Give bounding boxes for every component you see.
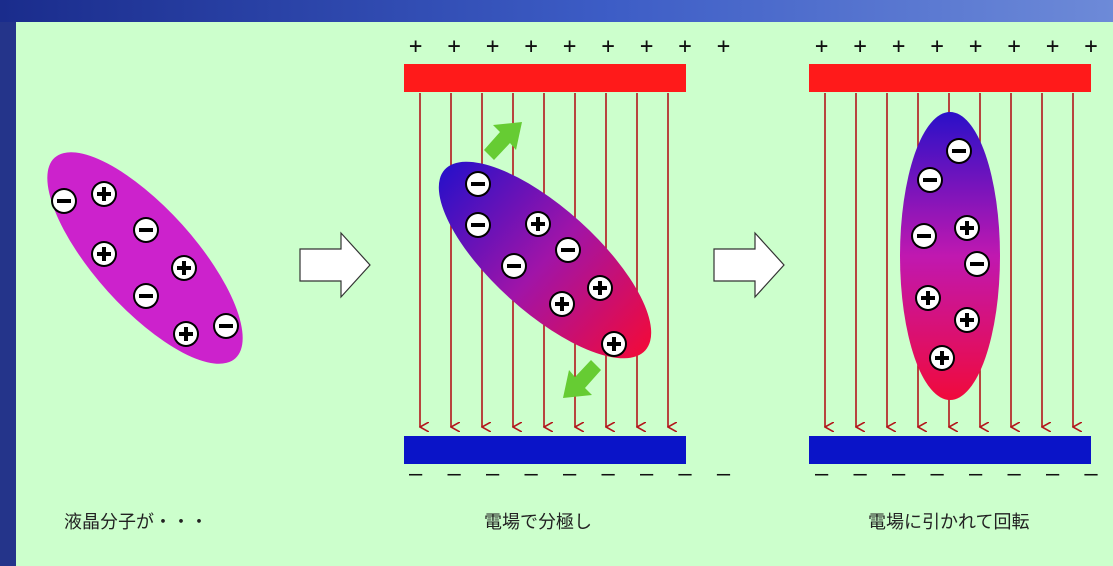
minus-charge-icon: [213, 313, 239, 339]
positive-plate: [404, 64, 686, 92]
minus-charge-icon: [133, 283, 159, 309]
minus-charge-icon: [133, 217, 159, 243]
plus-charge-icon: [91, 241, 117, 267]
minus-charge-icon: [964, 251, 990, 277]
positive-plate: [809, 64, 1091, 92]
plus-charge-icon: [954, 215, 980, 241]
field-capacitor-3: [809, 64, 1091, 464]
rotation-arrow-down-icon: [563, 360, 601, 398]
minus-charge-icon: [911, 223, 937, 249]
top-border-band: [0, 0, 1113, 22]
minus-charge-icon: [501, 253, 527, 279]
positive-sign-row: + + + + + + + + +: [815, 34, 1113, 59]
molecule-polarized: [438, 161, 652, 359]
negative-sign-row: — — — — — — — — —: [409, 462, 737, 487]
caption-step1: 液晶分子が・・・: [64, 512, 208, 533]
caption-step3: 電場に引かれて回転: [868, 512, 1030, 533]
plus-charge-icon: [954, 307, 980, 333]
plus-charge-icon: [915, 285, 941, 311]
negative-plate: [404, 436, 686, 464]
plus-charge-icon: [173, 321, 199, 347]
plus-charge-icon: [171, 255, 197, 281]
minus-charge-icon: [465, 212, 491, 238]
rotation-arrow-up-icon: [484, 122, 522, 160]
molecule-aligned: [900, 112, 1000, 400]
negative-plate: [809, 436, 1091, 464]
hollow-right-arrow-icon: [713, 231, 785, 299]
minus-charge-icon: [465, 171, 491, 197]
negative-sign-row: — — — — — — — — —: [815, 462, 1113, 487]
positive-sign-row: + + + + + + + + +: [409, 34, 737, 59]
hollow-right-arrow-icon: [299, 231, 371, 299]
plus-charge-icon: [549, 291, 575, 317]
caption-step2: 電場で分極し: [484, 512, 592, 533]
minus-charge-icon: [51, 188, 77, 214]
plus-charge-icon: [91, 181, 117, 207]
plus-charge-icon: [587, 275, 613, 301]
minus-charge-icon: [555, 237, 581, 263]
plus-charge-icon: [525, 211, 551, 237]
field-lines: [420, 93, 668, 427]
minus-charge-icon: [917, 167, 943, 193]
molecule-unpolarized: [47, 152, 243, 364]
plus-charge-icon: [929, 345, 955, 371]
minus-charge-icon: [946, 138, 972, 164]
field-capacitor-2: [404, 64, 686, 464]
plus-charge-icon: [601, 331, 627, 357]
